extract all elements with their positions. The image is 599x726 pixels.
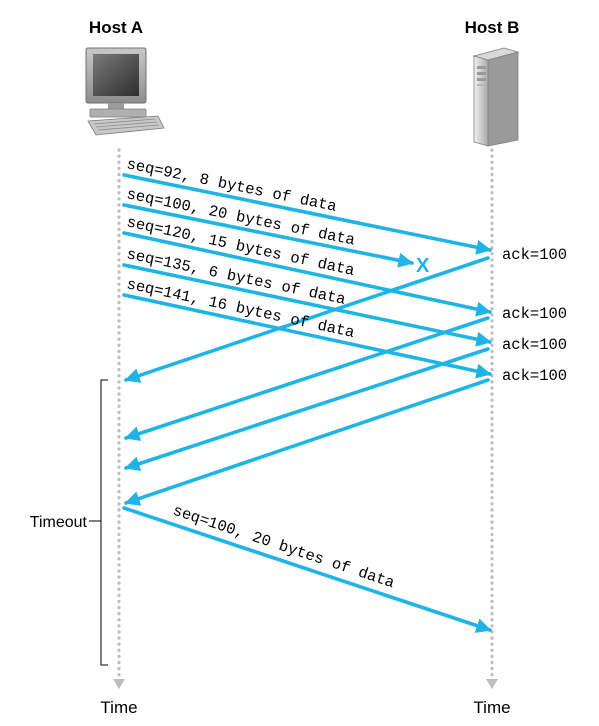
host-b-time-arrowhead [486, 679, 498, 689]
ack-4-label: ack=100 [502, 367, 567, 385]
ack-2-label: ack=100 [502, 305, 567, 323]
desktop-computer-icon [85, 47, 165, 136]
host-a-label: Host A [89, 18, 143, 37]
ack-3-label: ack=100 [502, 336, 567, 354]
timeout-label: Timeout [30, 514, 88, 531]
segment-4-arrow [122, 263, 492, 347]
host-b-label: Host B [465, 18, 520, 37]
ack-4-arrow [124, 378, 490, 506]
segment-3-arrow [122, 231, 492, 317]
host-a-time-arrowhead [113, 679, 125, 689]
host-b-time-label: Time [473, 698, 510, 717]
host-a-time-label: Time [100, 698, 137, 717]
segment-1-arrow [122, 173, 492, 255]
ack-1-arrow [124, 256, 490, 383]
retransmit-segment-arrow [122, 506, 492, 633]
ack-2-arrow [124, 316, 490, 441]
server-tower-icon [472, 47, 520, 147]
timeout-bracket [100, 379, 108, 666]
ack-3-arrow [124, 347, 490, 471]
segment-5-arrow [122, 293, 492, 379]
segment-2-arrow [122, 203, 414, 268]
ack-1-label: ack=100 [502, 246, 567, 264]
lost-segment-marker: X [416, 255, 430, 277]
retransmit-segment-label: seq=100, 20 bytes of data [170, 502, 396, 593]
